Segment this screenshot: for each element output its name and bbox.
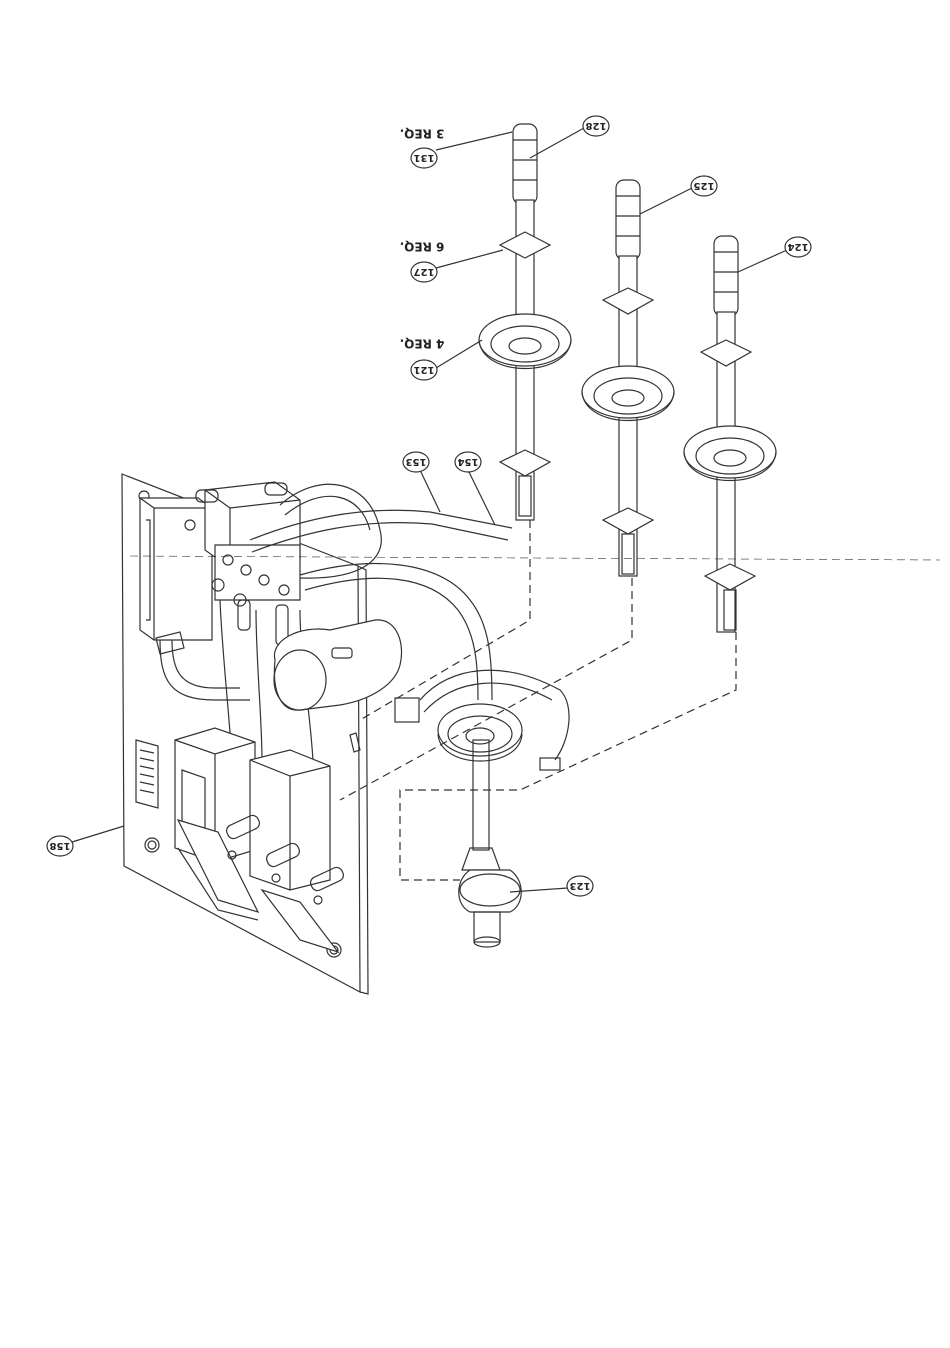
callout-circle-158: 158 xyxy=(47,836,73,856)
callout-circle-124: 124 xyxy=(785,237,811,257)
shaft-125 xyxy=(582,180,674,576)
quantity-note-127: 6 REQ. xyxy=(400,240,445,254)
callout-circle-153: 153 xyxy=(403,452,429,472)
svg-text:131: 131 xyxy=(414,152,435,163)
svg-text:125: 125 xyxy=(694,180,715,191)
svg-text:6 REQ.: 6 REQ. xyxy=(400,240,445,254)
callout-circle-128: 128 xyxy=(583,116,609,136)
lower-shaft-assembly xyxy=(420,670,569,947)
callout-circle-123: 123 xyxy=(567,876,593,896)
quantity-note-131: 3 REQ. xyxy=(400,127,445,141)
svg-text:4 REQ.: 4 REQ. xyxy=(400,337,445,351)
capacitor xyxy=(274,620,402,710)
svg-text:128: 128 xyxy=(586,120,607,131)
svg-text:3 REQ.: 3 REQ. xyxy=(400,127,445,141)
svg-text:158: 158 xyxy=(50,840,71,851)
svg-text:124: 124 xyxy=(788,241,809,252)
svg-text:123: 123 xyxy=(570,880,591,891)
callout-circle-131: 131 xyxy=(411,148,437,168)
svg-text:154: 154 xyxy=(458,456,479,467)
callout-circle-121: 121 xyxy=(411,360,437,380)
callout-circle-154: 154 xyxy=(455,452,481,472)
svg-text:153: 153 xyxy=(406,456,427,467)
callout-circle-125: 125 xyxy=(691,176,717,196)
shaft-124 xyxy=(684,236,776,632)
svg-text:127: 127 xyxy=(414,266,435,277)
shaft-128 xyxy=(479,124,571,520)
quantity-note-121: 4 REQ. xyxy=(400,337,445,351)
svg-text:121: 121 xyxy=(414,364,435,375)
callout-circle-127: 127 xyxy=(411,262,437,282)
